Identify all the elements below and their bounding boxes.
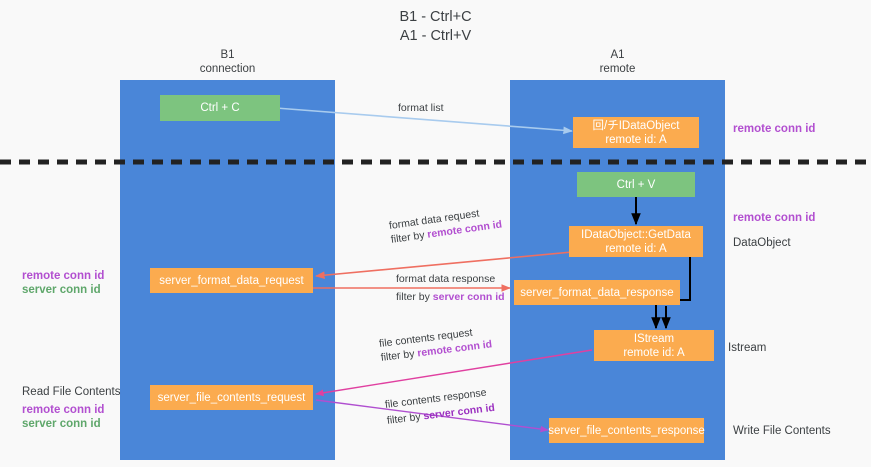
column-header-a1: A1 remote [510, 48, 725, 76]
node-idataobject-getdata[interactable]: IDataObject::GetData remote id: A [569, 226, 703, 257]
title-line-2: A1 - Ctrl+V [399, 28, 472, 44]
node-idataobject-line2: remote id: A [605, 133, 667, 146]
edge-label-format-data-response-line2: filter by server conn id [396, 290, 505, 304]
node-server-file-contents-request-label: server_file_contents_request [157, 391, 306, 404]
title-line-1: B1 - Ctrl+C [399, 9, 472, 25]
filter-by-prefix-2: filter by [396, 291, 433, 303]
filter-by-prefix-4: filter by [386, 410, 425, 427]
column-header-b1-role: connection [199, 63, 256, 75]
node-ctrl-v-label: Ctrl + V [616, 178, 656, 191]
page-title: B1 - Ctrl+C A1 - Ctrl+V [0, 8, 871, 46]
annotation-left-server-conn-id: server conn id [22, 284, 101, 296]
column-header-a1-role: remote [599, 63, 636, 75]
node-ctrl-c[interactable]: Ctrl + C [160, 95, 280, 121]
annotation-dataobject: DataObject [733, 237, 791, 249]
node-istream[interactable]: IStream remote id: A [594, 330, 714, 361]
edge-label-format-data-response: format data response filter by server co… [396, 272, 505, 304]
node-server-format-data-response[interactable]: server_format_data_response [514, 280, 680, 305]
node-server-file-contents-request[interactable]: server_file_contents_request [150, 385, 313, 410]
node-ctrl-c-label: Ctrl + C [200, 102, 240, 114]
column-header-b1-name: B1 [220, 49, 235, 61]
annotation-istream: Istream [728, 342, 767, 354]
edge-label-format-list: format list [398, 101, 444, 115]
annotation-left-remote-conn-id: remote conn id [22, 270, 105, 282]
node-server-format-data-response-label: server_format_data_response [520, 286, 674, 299]
annotation-left-server-conn-id-2: server conn id [22, 418, 101, 430]
annotation-read-file-contents: Read File Contents [22, 386, 121, 398]
filter-key-server-conn-id: server conn id [432, 291, 505, 303]
node-ctrl-v[interactable]: Ctrl + V [577, 172, 695, 197]
column-header-b1: B1 connection [120, 48, 335, 76]
node-server-format-data-request[interactable]: server_format_data_request [150, 268, 313, 293]
column-header-a1-name: A1 [610, 49, 625, 61]
annotation-remote-conn-id-top: remote conn id [733, 123, 816, 135]
node-idataobject-line1: 回/チIDataObject [592, 119, 680, 132]
node-getdata-line2: remote id: A [605, 242, 667, 255]
node-istream-line2: remote id: A [623, 346, 685, 359]
edge-label-file-contents-request: file contents request filter by remote c… [378, 323, 493, 364]
edge-label-file-contents-response: file contents response filter by server … [384, 385, 495, 428]
edge-label-format-list-text: format list [398, 102, 444, 114]
edge-label-format-data-request: format data request filter by remote con… [388, 204, 503, 247]
node-getdata-line1: IDataObject::GetData [581, 228, 691, 241]
filter-by-prefix: filter by [390, 228, 429, 246]
node-server-file-contents-response[interactable]: server_file_contents_response [548, 418, 705, 443]
annotation-write-file-contents: Write File Contents [733, 425, 831, 437]
node-idataobject[interactable]: 回/チIDataObject remote id: A [573, 117, 699, 148]
node-server-file-contents-response-label: server_file_contents_response [548, 424, 705, 437]
annotation-remote-conn-id-mid: remote conn id [733, 212, 816, 224]
node-istream-line1: IStream [633, 332, 675, 345]
edge-label-format-data-response-line1: format data response [396, 273, 496, 285]
annotation-left-remote-conn-id-2: remote conn id [22, 404, 105, 416]
node-server-format-data-request-label: server_format_data_request [159, 274, 304, 287]
filter-by-prefix-3: filter by [380, 347, 419, 364]
